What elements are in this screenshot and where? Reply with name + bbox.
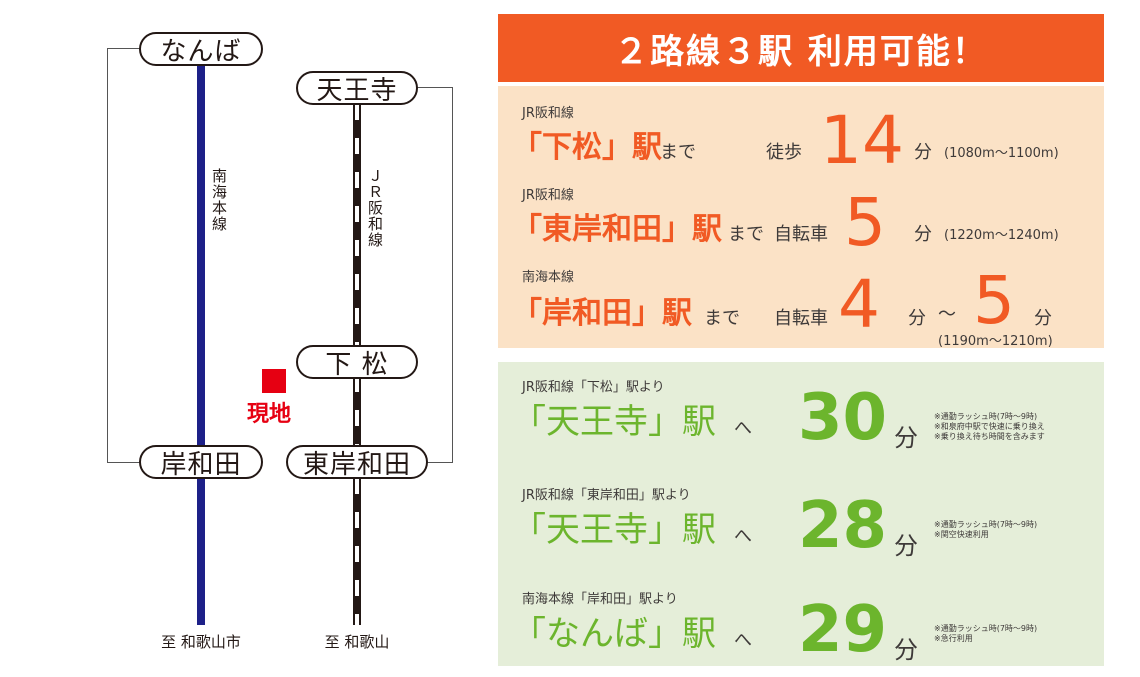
connector [107, 462, 142, 463]
made-label: まで [704, 308, 740, 329]
distance: (1080m〜1100m) [944, 146, 1059, 161]
mode-label: 自転車 [774, 224, 828, 245]
time-value: 14 [820, 102, 904, 179]
jr-line-dash [355, 512, 359, 528]
station-namba: なんば [139, 32, 263, 67]
he-label: へ [734, 526, 752, 547]
connector [452, 87, 453, 463]
he-label: へ [734, 418, 752, 439]
mode-label: 自転車 [774, 308, 828, 329]
jr-line-label: ＪＲ阪和線 [366, 168, 384, 248]
current-location-marker [262, 369, 286, 393]
commute-notes: ※通勤ラッシュ時(7時〜9時)※急行利用 [934, 624, 1037, 644]
origin-station: 南海本線「岸和田」駅より [522, 592, 678, 607]
line-name: JR阪和線 [522, 106, 574, 121]
connector [415, 87, 452, 88]
time-value-2: 5 [973, 262, 1015, 339]
destination-station: 「天王寺」駅 [512, 402, 716, 442]
station-name: 「岸和田」駅 [512, 296, 692, 331]
jr-line-dash [355, 240, 359, 256]
commute-time: 30 [798, 381, 888, 455]
unit-label: 分 [914, 224, 932, 245]
note-line: ※通勤ラッシュ時(7時〜9時) [934, 412, 1038, 421]
destination-nankai: 至 和歌山市 [161, 633, 241, 651]
connector [425, 462, 452, 463]
station-shimomatsu: 下 松 [296, 345, 418, 380]
origin-station: JR阪和線「東岸和田」駅より [522, 488, 691, 503]
jr-line-dash [355, 206, 359, 222]
note-line: ※関空快速利用 [934, 530, 989, 539]
commute-time: 28 [798, 489, 888, 563]
station-higashi-kishiwada: 東岸和田 [286, 445, 428, 480]
header-banner: ２路線３駅 利用可能！ [498, 14, 1104, 82]
commute-notes: ※通勤ラッシュ時(7時〜9時)※和泉府中駅で快速に乗り換え※乗り換え待ち時間を含… [934, 412, 1045, 442]
jr-line-dash [355, 580, 359, 596]
unit-label: 分 [914, 142, 932, 163]
destination-station: 「天王寺」駅 [512, 510, 716, 550]
note-line: ※通勤ラッシュ時(7時〜9時) [934, 624, 1038, 633]
mode-label: 徒歩 [766, 142, 802, 163]
current-location-label: 現地 [247, 402, 292, 427]
jr-line-dash [355, 410, 359, 426]
note-line: ※乗り換え待ち時間を含みます [934, 432, 1045, 441]
unit-label: 分 [908, 308, 926, 329]
unit-label: 分 [894, 532, 918, 560]
jr-line-dash [355, 104, 359, 120]
origin-station: JR阪和線「下松」駅より [522, 380, 665, 395]
tilde: 〜 [938, 304, 956, 325]
destination-jr: 至 和歌山 [324, 633, 390, 651]
destination-station: 「なんば」駅 [512, 614, 716, 654]
station-name: 「下松」駅 [512, 130, 662, 165]
station-access-panel: JR阪和線 「下松」駅 まで 徒歩 14 分 (1080m〜1100m) JR阪… [498, 86, 1104, 349]
distance: (1190m〜1210m) [938, 334, 1053, 349]
made-label: まで [728, 224, 764, 245]
jr-line-dash [355, 376, 359, 392]
jr-line-dash [355, 172, 359, 188]
nankai-line [197, 50, 205, 625]
note-line: ※通勤ラッシュ時(7時〜9時) [934, 520, 1038, 529]
jr-line-dash [355, 138, 359, 154]
jr-line-dash [355, 308, 359, 324]
connector [107, 48, 142, 49]
jr-line-dash [355, 274, 359, 290]
note-line: ※急行利用 [934, 634, 973, 643]
station-tennoji: 天王寺 [296, 71, 418, 106]
jr-line-dash [355, 546, 359, 562]
connector [107, 48, 108, 462]
unit-label: 分 [894, 424, 918, 452]
time-value: 5 [844, 184, 886, 261]
he-label: へ [734, 630, 752, 651]
unit-label-2: 分 [1034, 308, 1052, 329]
nankai-line-label: 南海本線 [210, 168, 228, 232]
commute-time: 29 [798, 593, 888, 667]
note-line: ※和泉府中駅で快速に乗り換え [934, 422, 1045, 431]
unit-label: 分 [894, 636, 918, 664]
jr-line-dash [355, 614, 359, 630]
station-kishiwada: 岸和田 [139, 445, 263, 480]
distance: (1220m〜1240m) [944, 228, 1059, 243]
time-value: 4 [838, 266, 880, 343]
station-name: 「東岸和田」駅 [512, 212, 722, 247]
line-name: 南海本線 [522, 270, 575, 285]
made-label: まで [660, 142, 696, 163]
commute-notes: ※通勤ラッシュ時(7時〜9時)※関空快速利用 [934, 520, 1037, 540]
jr-line-dash [355, 478, 359, 494]
line-name: JR阪和線 [522, 188, 574, 203]
